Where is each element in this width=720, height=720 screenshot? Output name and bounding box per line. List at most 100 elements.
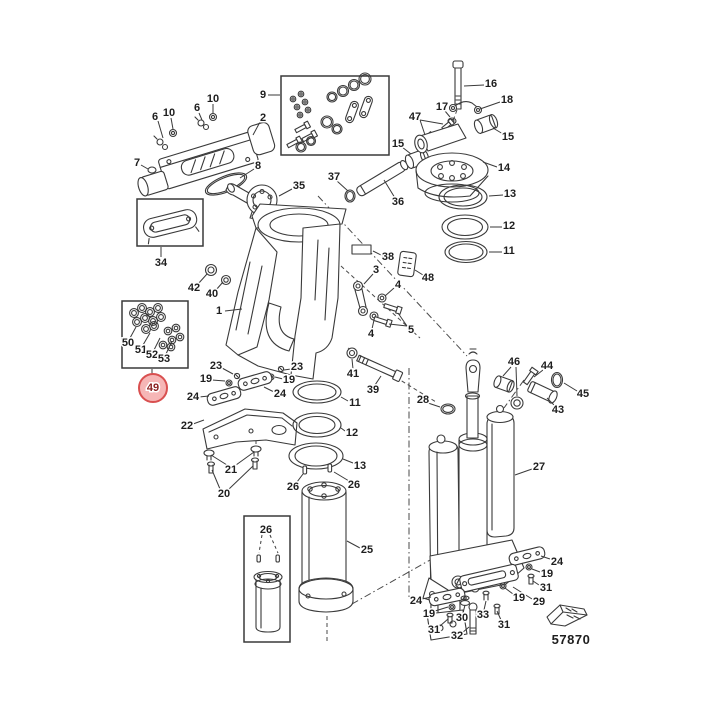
callout-53: 53 <box>158 353 170 365</box>
bushing-kit-contents <box>130 304 184 351</box>
swivel-bracket-1 <box>226 204 346 379</box>
callout-18: 18 <box>501 94 513 106</box>
callout-2: 2 <box>260 112 266 124</box>
nut-10a <box>170 130 177 137</box>
leader-line <box>415 270 423 275</box>
callout-8: 8 <box>255 160 261 172</box>
decal-38 <box>352 245 371 254</box>
callout-9: 9 <box>260 89 266 101</box>
callout-7: 7 <box>134 157 140 169</box>
leader-line <box>341 397 348 401</box>
callout-10: 10 <box>163 107 175 119</box>
callout-40: 40 <box>206 288 218 300</box>
callout-19: 19 <box>541 568 553 580</box>
construction-line <box>352 560 430 604</box>
part-steering-cylinder-2 <box>131 121 278 197</box>
leader-line <box>337 181 348 191</box>
callout-39: 39 <box>367 384 379 396</box>
leader-line <box>158 121 163 138</box>
leader-line <box>193 420 204 424</box>
leader-line <box>364 274 373 284</box>
screw-23b <box>278 366 283 371</box>
leader-line <box>141 165 148 169</box>
callout-17: 17 <box>436 101 448 113</box>
anode-24c <box>508 546 546 566</box>
grease-fitting-6a <box>154 136 168 150</box>
leader-line <box>480 102 500 109</box>
leader-line <box>166 341 172 354</box>
callout-15: 15 <box>502 131 514 143</box>
bolt-5a <box>383 302 402 314</box>
callout-14: 14 <box>498 162 511 174</box>
construction-line <box>504 380 524 408</box>
tilt-cap-14 <box>413 124 488 202</box>
leader-line <box>373 251 383 256</box>
leader-line <box>154 338 160 350</box>
callout-36: 36 <box>392 196 404 208</box>
leader-line <box>483 162 497 167</box>
leader-line <box>284 369 291 370</box>
washer-19a <box>226 380 232 386</box>
screw-33 <box>483 591 489 600</box>
bolt-31f <box>494 604 500 614</box>
leader-line <box>489 195 503 196</box>
anode-24d <box>428 587 466 606</box>
callout-19: 19 <box>200 373 212 385</box>
bolt-5b <box>373 315 392 327</box>
leader-line <box>420 120 443 124</box>
leader-line <box>547 398 554 405</box>
nut-41 <box>347 348 357 358</box>
callout-4: 4 <box>368 328 375 340</box>
callout-52: 52 <box>146 349 158 361</box>
leader-line <box>199 396 209 397</box>
callout-34: 34 <box>155 257 168 269</box>
pin-26a <box>303 466 307 474</box>
driveshaft-housing-26 <box>254 572 282 633</box>
highlight-circle-49[interactable] <box>139 374 167 402</box>
bushing-15-right <box>473 113 499 134</box>
highlighted-callout-49[interactable]: 49 <box>145 381 160 396</box>
callout-13: 13 <box>504 188 516 200</box>
anode-24a <box>206 386 242 407</box>
leader-line <box>389 324 407 326</box>
leader-line <box>420 120 425 135</box>
leader-line <box>384 180 395 198</box>
leader-line <box>199 113 202 120</box>
leader-line <box>515 469 532 475</box>
callout-24: 24 <box>187 391 200 403</box>
leader-line <box>212 380 225 381</box>
link-18 <box>450 102 482 114</box>
callout-15: 15 <box>392 138 404 150</box>
callout-26: 26 <box>287 481 299 493</box>
leader-line <box>198 274 207 284</box>
callout-19: 19 <box>513 592 525 604</box>
callout-19: 19 <box>283 374 295 386</box>
leader-line <box>229 466 253 489</box>
leader-line <box>253 122 260 135</box>
clip-7 <box>148 167 156 173</box>
leader-line <box>264 387 274 392</box>
callout-12: 12 <box>503 220 515 232</box>
callout-48: 48 <box>422 272 434 284</box>
construction-line <box>453 110 457 121</box>
locknut-42 <box>206 265 217 276</box>
leader-line <box>385 288 394 296</box>
leader-line <box>422 597 431 599</box>
callout-22: 22 <box>181 420 193 432</box>
callout-41: 41 <box>347 368 359 380</box>
mount-plate-22 <box>203 409 297 449</box>
leader-line <box>236 452 254 465</box>
washer-19d <box>500 583 506 589</box>
callout-23: 23 <box>291 361 303 373</box>
leader-line <box>352 359 353 369</box>
callout-42: 42 <box>188 282 200 294</box>
callout-6: 6 <box>152 111 158 123</box>
callout-3: 3 <box>373 264 379 276</box>
bolt-16 <box>453 61 463 109</box>
leader-line <box>534 370 543 377</box>
leader-line <box>493 128 503 134</box>
leader-line <box>464 85 484 86</box>
clamp-bracket-box <box>137 199 203 246</box>
callout-6: 6 <box>194 102 200 114</box>
